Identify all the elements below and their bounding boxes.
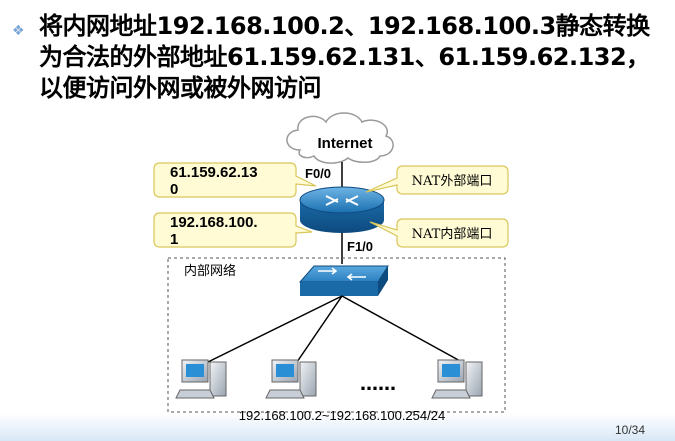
- switch-icon: [298, 265, 389, 296]
- slide-bottom-band: [0, 413, 675, 441]
- lan-boundary-box: [167, 257, 506, 413]
- internet-cloud-icon: [286, 112, 394, 164]
- more-hosts-ellipsis: ……: [360, 374, 396, 395]
- port-f0-0-label: F0/0: [305, 166, 331, 181]
- nat-outside-label: NAT外部端口: [412, 174, 493, 189]
- bullet-text: 将内网地址192.168.100.2、192.168.100.3静态转换为合法的…: [39, 12, 650, 102]
- pc-icon: [265, 359, 317, 399]
- nat-inside-callout: [369, 218, 509, 248]
- router-icon: [299, 186, 385, 233]
- port-f1-0-label: F1/0: [347, 239, 373, 254]
- internet-label: Internet: [317, 135, 372, 152]
- nat-inside-label: NAT内部端口: [412, 226, 493, 242]
- outside-ip-callout: [153, 162, 317, 198]
- link-switch-pc2: [296, 295, 343, 363]
- inside-ip-callout: [153, 212, 313, 248]
- pc-icon: [175, 359, 227, 399]
- link-switch-pc1: [207, 295, 343, 363]
- diamond-bullet-icon: ❖: [12, 23, 25, 39]
- ip-range-label: 192.168.100.2~192.168.100.254/24: [239, 408, 445, 423]
- inside-ip-line1: 192.168.100.: [170, 214, 258, 231]
- outside-ip-line1: 61.159.62.13: [170, 164, 258, 181]
- link-switch-pc3: [341, 295, 463, 363]
- page-number: 10/34: [614, 423, 645, 437]
- outside-ip-line2: 0: [170, 181, 178, 198]
- pc-icon: [431, 359, 483, 399]
- inside-ip-line2: 1: [170, 231, 178, 248]
- lan-label: 内部网络: [184, 263, 236, 279]
- nat-outside-callout: [365, 165, 509, 195]
